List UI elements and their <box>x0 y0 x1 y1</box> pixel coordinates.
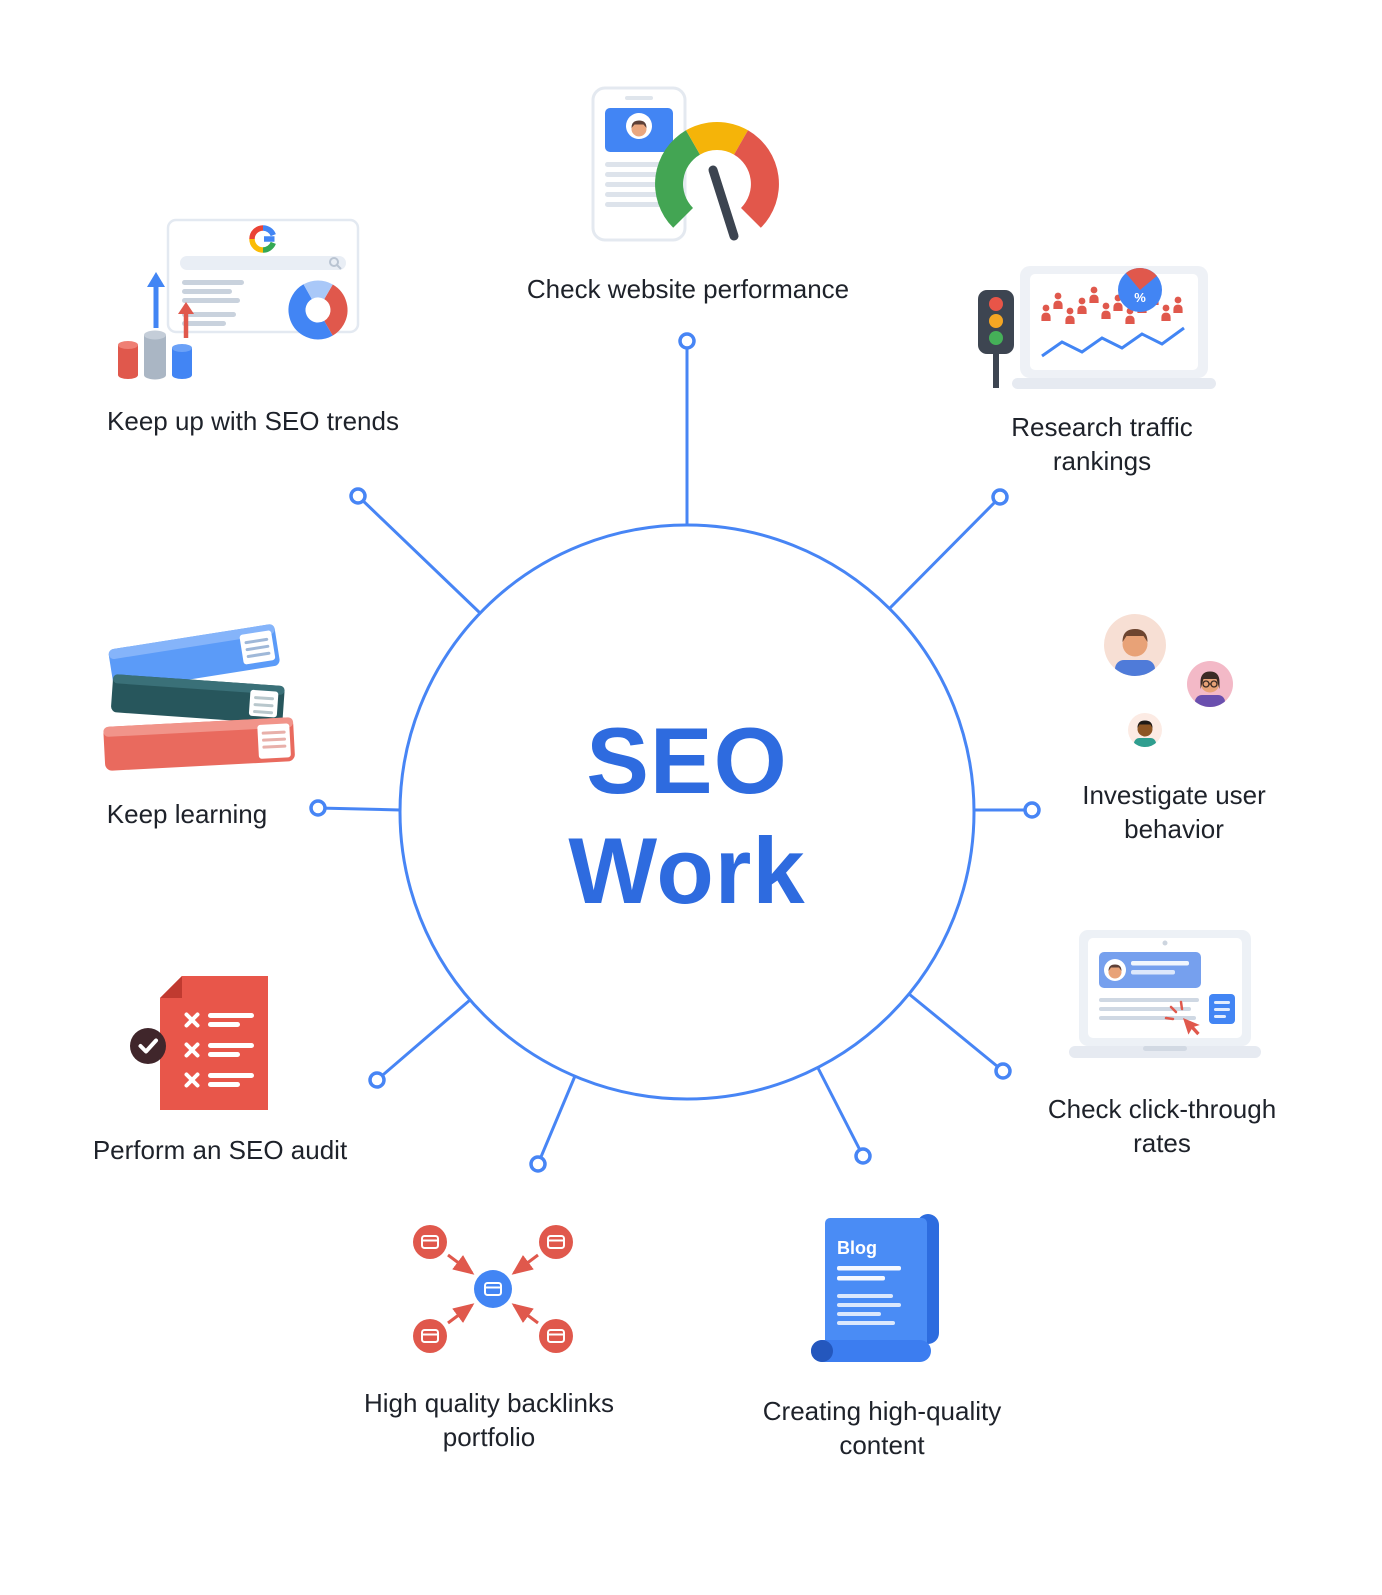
scroll-sheet <box>825 1218 927 1352</box>
book-teal <box>111 674 285 724</box>
label-line: Investigate user <box>1082 780 1266 810</box>
magnifier-icon <box>329 257 342 270</box>
label-check-click-through-rates: Check click-through rates <box>1048 1092 1276 1160</box>
label-perform-an-seo-audit: Perform an SEO audit <box>93 1133 347 1167</box>
pie-chart: % <box>1118 267 1162 312</box>
label-line: content <box>839 1430 925 1460</box>
label-line: Research traffic <box>1011 412 1193 442</box>
label-line: Check website performance <box>526 274 850 304</box>
label-check-website-performance: Check website performance <box>527 272 849 306</box>
center-title-line1: SEO <box>586 708 788 813</box>
gauge-needle <box>708 165 739 241</box>
spoke-lines <box>317 341 1032 1165</box>
laptop <box>1012 266 1216 389</box>
user-avatars-icon <box>1104 614 1233 747</box>
search-bar <box>180 256 346 270</box>
browser-window <box>166 218 360 334</box>
label-line: Keep learning <box>106 799 268 829</box>
center-title: SEO Work <box>568 706 805 926</box>
book-blue <box>108 624 280 691</box>
source-nodes <box>413 1225 573 1353</box>
label-research-traffic-rankings: Research traffic rankings <box>1011 410 1193 478</box>
center-title-line2: Work <box>568 818 806 923</box>
donut-chart <box>288 280 348 340</box>
sidebar-card <box>1209 994 1235 1024</box>
cursor-icon <box>1164 1000 1200 1036</box>
search-result-lines <box>182 280 244 326</box>
google-logo-icon <box>249 225 276 253</box>
label-keep-learning: Keep learning <box>107 797 267 831</box>
label-investigate-user-behavior: Investigate user behavior <box>1082 778 1266 846</box>
label-line: behavior <box>1124 814 1224 844</box>
label-high-quality-backlinks-portfolio: High quality backlinks portfolio <box>364 1386 614 1454</box>
scroll-bottom-curl <box>811 1340 931 1362</box>
growth-arrows <box>147 272 194 338</box>
books-stack-icon <box>103 624 295 771</box>
target-node <box>474 1270 512 1308</box>
percent-label: % <box>1134 290 1146 305</box>
scroll-curl-end <box>811 1340 833 1362</box>
traffic-light-icon <box>978 290 1014 388</box>
book-red <box>103 717 295 771</box>
label-keep-up-with-seo-trends: Keep up with SEO trends <box>107 404 399 438</box>
traffic-rankings-icon: % <box>978 266 1216 389</box>
label-line: High quality backlinks <box>363 1388 615 1418</box>
cylinder-bars <box>118 330 192 380</box>
gauge <box>655 121 779 241</box>
center-circle <box>398 523 976 1101</box>
label-line: portfolio <box>442 1422 536 1452</box>
body-text-lines <box>1099 998 1199 1020</box>
audit-checklist-icon <box>130 976 268 1110</box>
label-line: Perform an SEO audit <box>92 1135 348 1165</box>
avatar-man-2 <box>1128 713 1162 747</box>
avatar-man <box>1104 614 1166 676</box>
label-creating-high-quality-content: Creating high-quality content <box>763 1394 1001 1462</box>
label-line: Keep up with SEO trends <box>107 406 399 436</box>
backlinks-network-icon <box>413 1225 573 1353</box>
avatar-woman <box>1187 661 1233 707</box>
blog-text-lines <box>837 1266 901 1325</box>
label-line: rates <box>1133 1128 1191 1158</box>
label-line: Check click-through <box>1047 1094 1277 1124</box>
speedometer-icon <box>591 86 779 242</box>
seo-trends-icon <box>118 218 360 380</box>
trend-line <box>1041 326 1185 358</box>
blog-title: Blog <box>837 1238 877 1258</box>
label-line: Creating high-quality <box>762 1396 1002 1426</box>
click-through-icon <box>1069 930 1261 1058</box>
webpage-hero <box>1099 952 1201 988</box>
label-line: rankings <box>1052 446 1152 476</box>
checkmark-badge <box>130 1028 166 1064</box>
inbound-arrows <box>447 1253 539 1325</box>
audit-document <box>160 976 268 1110</box>
spoke-endpoint-dots <box>309 332 1041 1173</box>
laptop-base <box>1069 1046 1261 1058</box>
blog-scroll-icon: Blog <box>811 1214 939 1362</box>
